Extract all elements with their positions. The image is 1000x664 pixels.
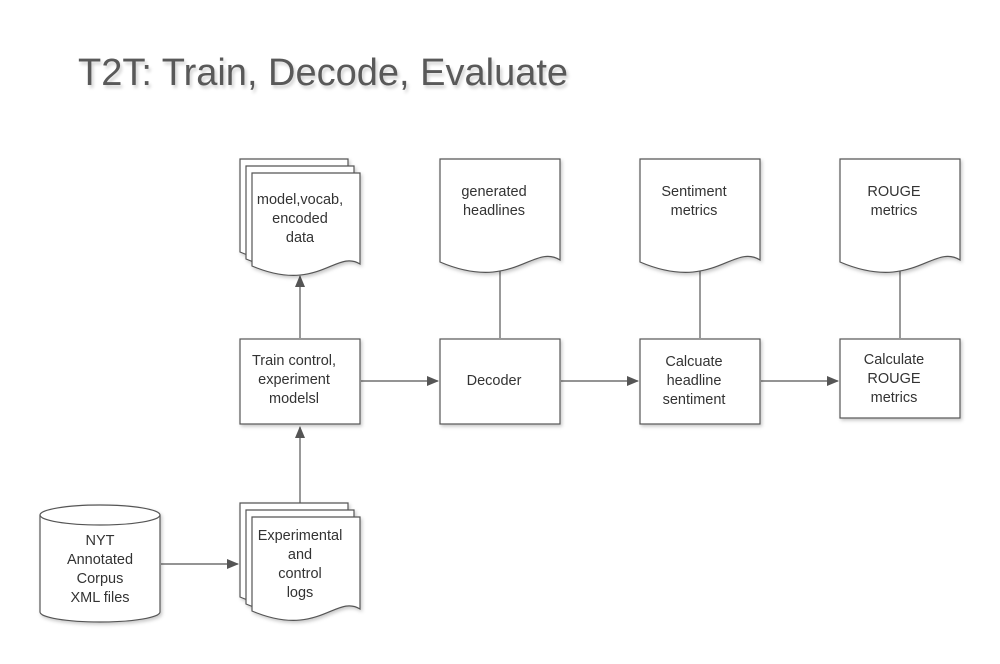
train-control-process-box: [239, 338, 361, 425]
page-title: T2T: Train, Decode, Evaluate: [78, 52, 569, 94]
experimental-logs-label: Experimental and control logs: [257, 528, 343, 601]
decoder-process-box: [439, 338, 561, 425]
decoder-label: Decoder: [466, 372, 522, 389]
experimental-logs-document-stack: [239, 502, 361, 621]
sentiment-metrics-label: Sentiment metrics: [661, 184, 727, 219]
rouge-metrics-document: [839, 158, 961, 273]
model-vocab-document-stack: [239, 158, 361, 276]
nyt-corpus-database-shape: [39, 504, 161, 623]
calc-rouge-label: Calculate ROUGE metrics: [863, 351, 925, 406]
rouge-metrics-label: ROUGE metrics: [867, 184, 921, 219]
generated-headlines-document: [439, 158, 561, 273]
nyt-corpus-label: NYT Annotated Corpus XML files: [66, 533, 134, 606]
calc-rouge-process-box: [839, 338, 961, 419]
sentiment-metrics-document: [639, 158, 761, 273]
calc-sentiment-process-box: [639, 338, 761, 425]
generated-headlines-label: generated headlines: [461, 184, 527, 219]
model-vocab-label: model,vocab, encoded data: [256, 191, 344, 246]
calc-sentiment-label: Calcuate headline sentiment: [662, 353, 726, 408]
train-control-label: Train control, experiment modelsl: [251, 352, 337, 407]
